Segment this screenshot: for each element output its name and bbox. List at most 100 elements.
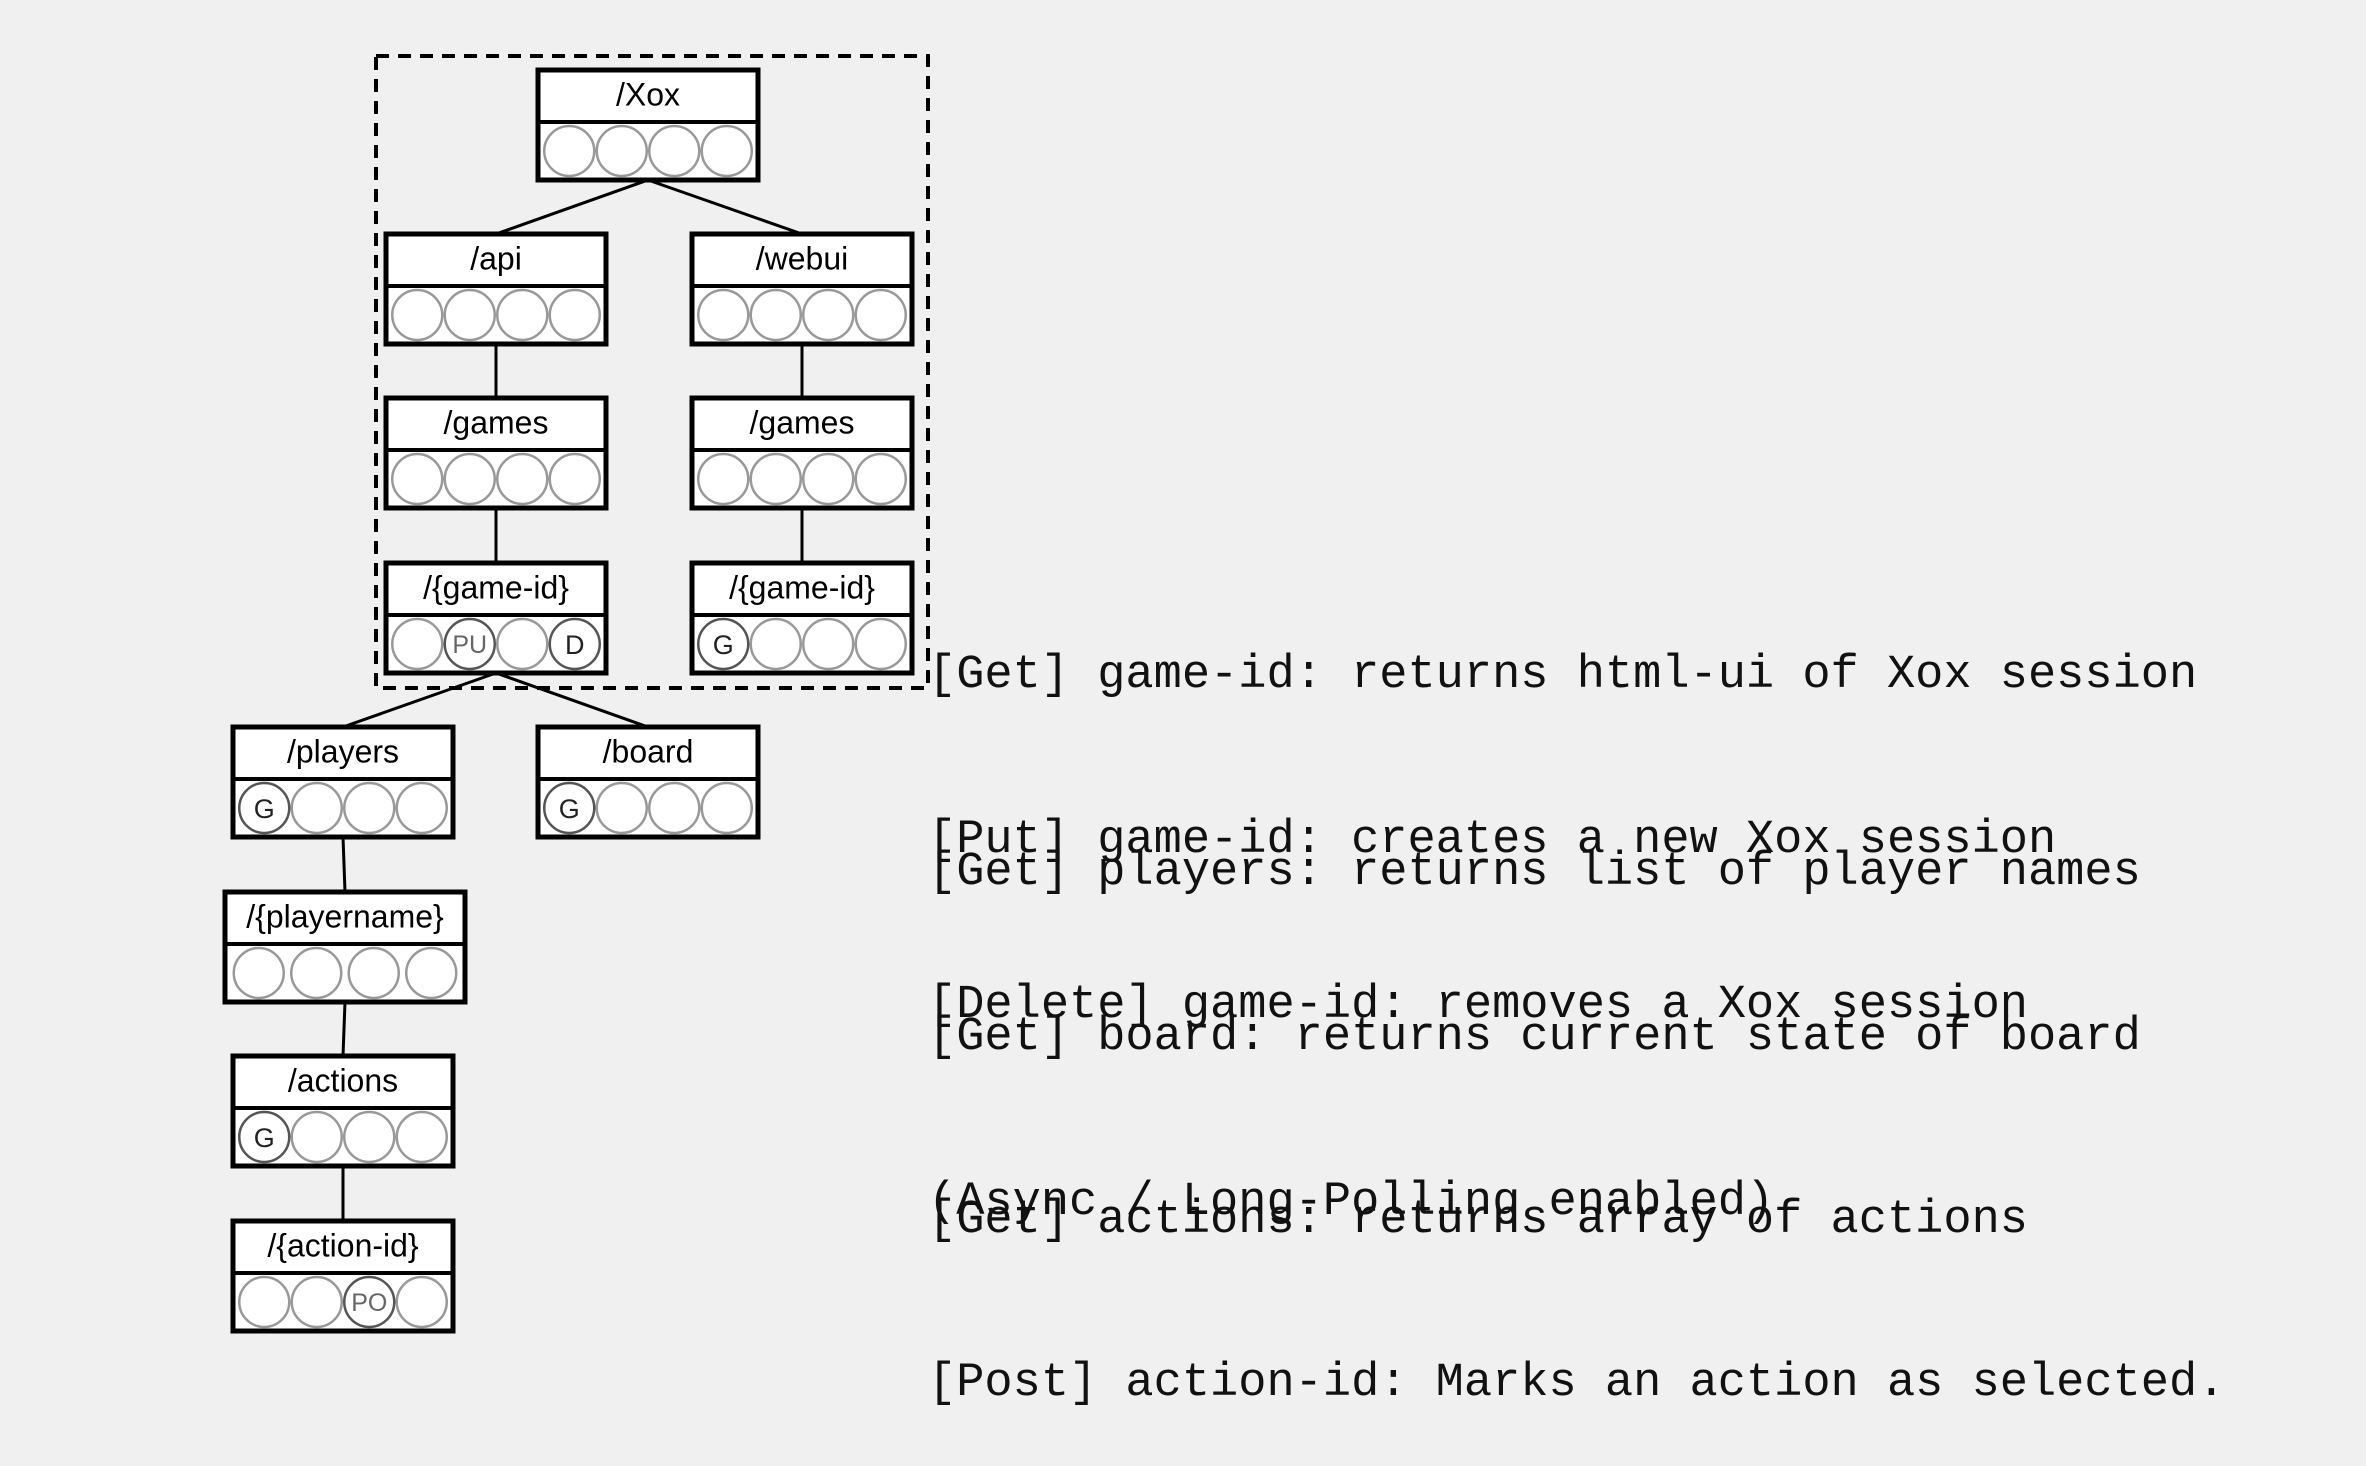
tree-edge: [495, 178, 649, 236]
method-circle-po: [343, 1275, 396, 1329]
method-circle-empty: [290, 1110, 343, 1164]
method-circle-empty: [391, 617, 444, 671]
resource-node-webui: /webui: [689, 231, 915, 347]
method-label: G: [713, 630, 734, 660]
actions-description: [Get] actions: returns array of actions: [928, 1083, 2028, 1303]
method-circle-g: [543, 781, 596, 835]
method-circle-empty: [595, 781, 648, 835]
method-circle-empty: [395, 1275, 448, 1329]
node-title: /actions: [288, 1062, 398, 1098]
method-circle-empty: [648, 124, 701, 178]
description-line: (Async / Long-Polling enabled): [928, 1176, 1775, 1229]
tree-edge: [342, 671, 497, 729]
method-circle-empty: [802, 452, 855, 506]
method-circle-empty: [648, 781, 701, 835]
description-line: [Get] players: returns list of player na…: [928, 846, 2141, 899]
description-line: [Get] board: returns current state of bo…: [928, 1011, 2141, 1064]
method-circle-empty: [496, 452, 549, 506]
method-circle-empty: [405, 946, 458, 1000]
resource-node-api-game-id: /{game-id} PU D: [383, 560, 609, 676]
method-circle-empty: [697, 452, 750, 506]
method-label: G: [559, 794, 580, 824]
node-title: /board: [603, 733, 694, 769]
method-circle-empty: [238, 1275, 291, 1329]
method-circle-empty: [854, 288, 907, 342]
method-label: D: [565, 630, 585, 660]
resource-node-action-id: /{action-id} PO: [230, 1218, 456, 1334]
method-circle-empty: [443, 288, 496, 342]
method-circle-empty: [700, 781, 753, 835]
method-circle-empty: [395, 1110, 448, 1164]
method-circle-d: [548, 617, 601, 671]
method-circle-empty: [749, 617, 802, 671]
node-title: /webui: [756, 240, 849, 276]
method-circle-empty: [496, 288, 549, 342]
tree-edges: [341, 178, 804, 1221]
method-circle-g: [238, 781, 291, 835]
method-circle-empty: [854, 452, 907, 506]
game-id-description: [Get] game-id: returns html-ui of Xox se…: [928, 538, 2197, 1088]
method-circle-empty: [548, 452, 601, 506]
method-circle-empty: [290, 946, 343, 1000]
method-label: PU: [452, 631, 487, 659]
description-line: [Put] game-id: creates a new Xox session: [928, 814, 2057, 867]
node-title: /api: [470, 240, 522, 276]
players-board-description: [Get] players: returns list of player na…: [928, 735, 2141, 1285]
resource-node-api: /api: [383, 231, 609, 347]
description-line: [Get] game-id: returns html-ui of Xox se…: [928, 649, 2198, 702]
method-circle-empty: [395, 781, 448, 835]
resource-node-playername: /{playername}: [222, 889, 468, 1005]
method-circle-empty: [595, 124, 648, 178]
method-circle-empty: [802, 617, 855, 671]
node-title: /{game-id}: [423, 569, 569, 605]
method-circle-empty: [290, 1275, 343, 1329]
tree-edge: [647, 178, 803, 236]
method-circle-g: [697, 617, 750, 671]
node-title: /games: [750, 404, 855, 440]
method-circle-g: [238, 1110, 291, 1164]
action-id-description: [Post] action-id: Marks an action as sel…: [928, 1246, 2225, 1466]
method-circle-empty: [443, 452, 496, 506]
method-circle-empty: [548, 288, 601, 342]
method-circle-empty: [232, 946, 285, 1000]
method-circle-empty: [697, 288, 750, 342]
method-circle-empty: [391, 288, 444, 342]
tree-edge: [341, 1001, 347, 1057]
method-label: G: [254, 794, 275, 824]
description-line: [Post] action-id: Marks an action as sel…: [928, 1357, 2226, 1410]
method-circle-empty: [749, 288, 802, 342]
method-circle-empty: [343, 1110, 396, 1164]
description-line: [Delete] game-id: removes a Xox session: [928, 979, 2028, 1032]
node-title: /Xox: [616, 76, 680, 112]
method-circle-empty: [543, 124, 596, 178]
tree-edge: [341, 836, 347, 893]
resource-node-api-games: /games: [383, 395, 609, 511]
method-circle-empty: [749, 452, 802, 506]
method-circle-pu: [443, 617, 496, 671]
node-title: /games: [444, 404, 549, 440]
description-line: [Get] actions: returns array of actions: [928, 1194, 2028, 1247]
resource-node-webui-game-id: /{game-id} G: [689, 560, 915, 676]
web-app-boundary: [374, 54, 930, 690]
method-label: PO: [351, 1289, 387, 1317]
method-label: G: [254, 1123, 275, 1153]
method-circle-empty: [700, 124, 753, 178]
node-title: /{game-id}: [729, 569, 875, 605]
node-title: /players: [287, 733, 399, 769]
node-title: /{action-id}: [267, 1227, 419, 1263]
method-circle-empty: [347, 946, 400, 1000]
resource-node-webui-games: /games: [689, 395, 915, 511]
method-circle-empty: [290, 781, 343, 835]
tree-edge: [495, 671, 649, 729]
method-circle-empty: [802, 288, 855, 342]
method-circle-empty: [496, 617, 549, 671]
method-circle-empty: [391, 452, 444, 506]
method-circle-empty: [854, 617, 907, 671]
resource-node-xox: /Xox: [535, 67, 761, 183]
method-circle-empty: [343, 781, 396, 835]
